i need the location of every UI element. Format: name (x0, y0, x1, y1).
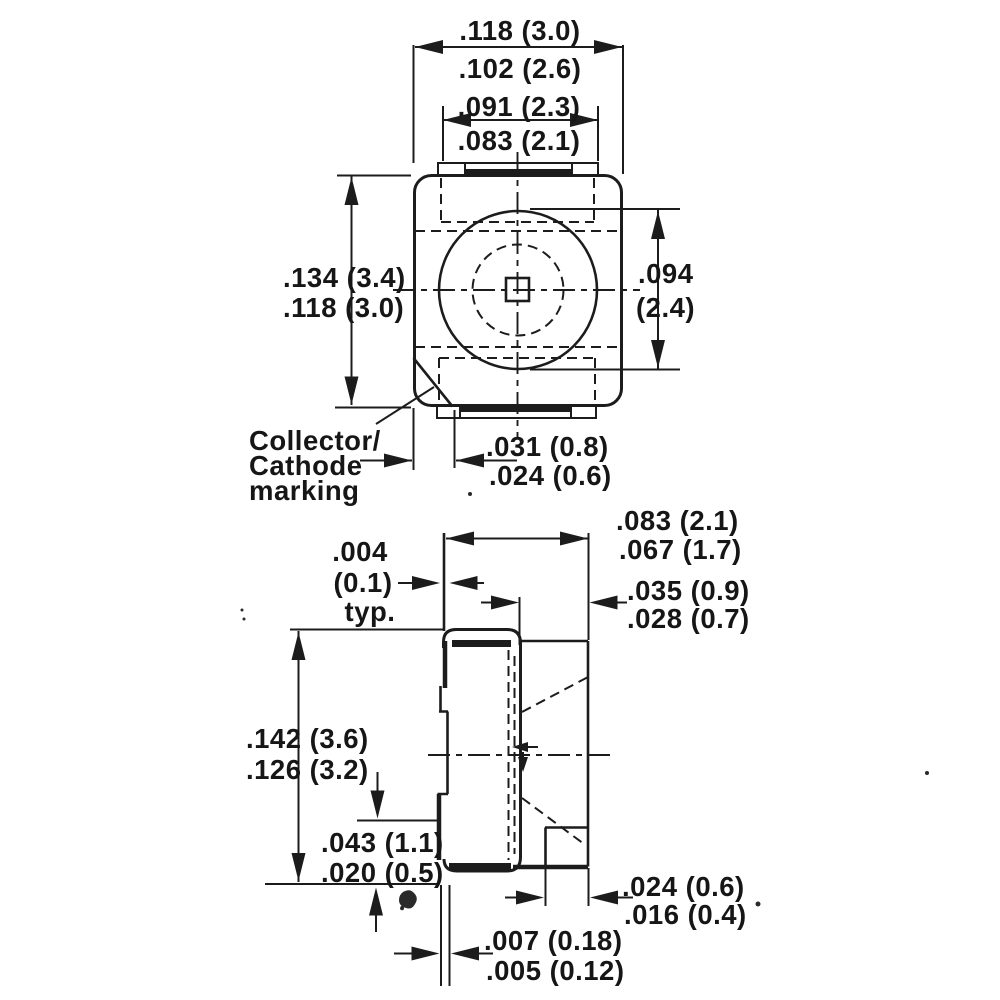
scan-artifacts (240, 492, 929, 911)
dim-lead-thickness-value: .004 (332, 536, 388, 567)
ink-dot (242, 617, 246, 621)
ink-dot (468, 492, 472, 496)
arrowhead-icon (456, 453, 484, 468)
pad-bar (460, 405, 571, 412)
arrowhead-icon (446, 531, 474, 546)
ink-dot (240, 608, 244, 612)
arrowhead-icon (651, 211, 665, 239)
arrowhead-icon (369, 887, 383, 916)
lead-bottom-bar (449, 863, 511, 870)
dim-corner-mark-min: .024 (0.6) (489, 460, 612, 491)
dim-foot-thickness-min: .005 (0.12) (486, 955, 625, 986)
small-arrow-icon (518, 757, 528, 772)
pad-bar (465, 169, 572, 176)
small-arrow-icon (512, 742, 528, 752)
arrowhead-icon (451, 946, 479, 961)
marking-label-line2: Cathode (249, 450, 363, 481)
arrowhead-icon (651, 340, 665, 368)
side-body-outline (513, 639, 590, 870)
dim-top-pad-length-max: .035 (0.9) (627, 575, 750, 606)
dim-lead-thickness-mm: (0.1) (333, 567, 392, 598)
arrowhead-icon (594, 40, 622, 54)
ink-smudge (399, 890, 417, 911)
dim-bottom-pad-length-min: .016 (0.4) (624, 899, 747, 930)
arrowhead-icon (415, 40, 443, 54)
arrowhead-icon (589, 595, 618, 610)
body-edges (521, 639, 590, 867)
arrowhead-icon (291, 853, 306, 881)
dim-overall-width-max: .118 (3.0) (459, 15, 580, 46)
small-arrow-tails (522, 746, 538, 757)
dim-overall-height-max: .134 (3.4) (283, 262, 406, 293)
lead-outer-path (442, 628, 522, 873)
top-view-hidden-edges (415, 178, 621, 403)
arrowhead-icon (370, 790, 385, 819)
lead-top-bar (452, 640, 511, 647)
top-view-extension-lines (335, 45, 680, 470)
arrowhead-icon (412, 576, 440, 590)
dim-side-top-width-min: .067 (1.7) (619, 534, 742, 565)
arrowhead-icon (291, 632, 306, 660)
ink-dot (925, 771, 929, 775)
arrowhead-icon (344, 376, 359, 405)
dim-overall-height-min: .118 (3.0) (283, 292, 404, 323)
dim-foot-height-min: .020 (0.5) (321, 857, 444, 888)
marking-label-line3: marking (249, 475, 359, 506)
j-lead-outline (436, 628, 522, 873)
dim-corner-mark-max: .031 (0.8) (486, 431, 609, 462)
dim-foot-thickness-max: .007 (0.18) (484, 925, 623, 956)
dim-foot-height-max: .043 (1.1) (321, 827, 444, 858)
top-view-dimension-lines (350, 46, 659, 462)
ink-dot (755, 901, 761, 907)
bottom-contact-pad (436, 404, 597, 419)
cathode-chamfer-line (412, 357, 454, 408)
top-view: .118 (3.0) .102 (2.6) .091 (2.3) .083 (2… (249, 15, 695, 506)
arrowhead-icon (384, 453, 412, 468)
arrowhead-icon (449, 576, 478, 590)
chip-position-arrows (512, 742, 538, 772)
dim-side-height-max: .142 (3.6) (246, 723, 369, 754)
dim-top-pad-length-min: .028 (0.7) (627, 603, 750, 634)
side-view-extension-lines (265, 533, 590, 986)
dim-lead-thickness-typ: typ. (345, 596, 396, 627)
arrowhead-icon (516, 890, 544, 905)
arrowhead-icon (491, 595, 519, 610)
cathode-marking-leader-line (375, 386, 435, 425)
arrowhead-icon (560, 531, 588, 546)
top-view-centerlines (393, 152, 640, 437)
arrowhead-icon (590, 890, 618, 905)
marking-label-line1: Collector/ (249, 425, 381, 456)
dim-pad-width-max: .091 (2.3) (458, 91, 581, 122)
arrowhead-icon (344, 177, 359, 205)
lead-left-steps (437, 686, 449, 796)
dim-side-top-width-max: .083 (2.1) (616, 505, 739, 536)
dim-lens-diameter-mm: (2.4) (636, 292, 695, 323)
dim-side-height-min: .126 (3.2) (246, 754, 369, 785)
dim-pad-width-min: .083 (2.1) (458, 125, 581, 156)
side-view: .083 (2.1) .067 (1.7) .004 (0.1) typ. .0… (246, 505, 750, 986)
dim-overall-width-min: .102 (2.6) (459, 53, 582, 84)
arrowhead-icon (411, 946, 440, 961)
dim-lens-diameter-inch: .094 (638, 258, 694, 289)
dim-bottom-pad-length-max: .024 (0.6) (622, 871, 745, 902)
